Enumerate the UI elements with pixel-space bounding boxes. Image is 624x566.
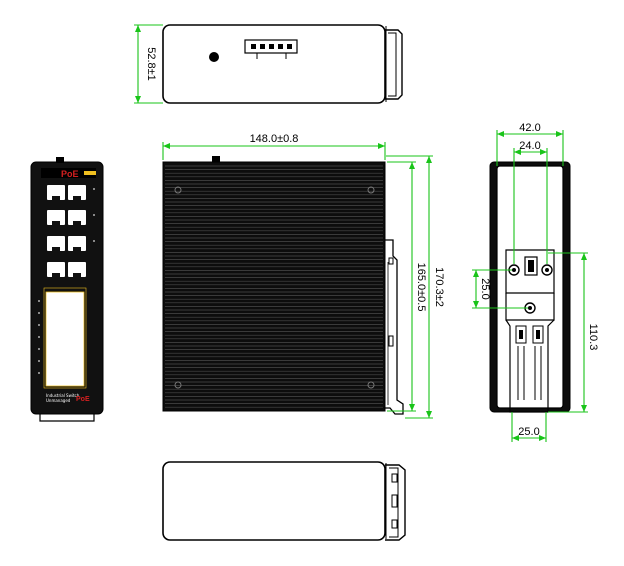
rj45-ports <box>47 185 86 277</box>
side-view: 148.0±0.8 165.0±0.5 170.3±2 <box>162 133 445 419</box>
height-dimension-label: 52.8±1 <box>145 47 157 81</box>
width-dimension-label: 148.0±0.8 <box>250 133 299 145</box>
power-terminal-icon <box>244 39 298 59</box>
ground-screw-icon <box>209 52 219 62</box>
rail-width-dimension-label: 24.0 <box>519 140 540 152</box>
hole-spacing-dimension-label: 25.0 <box>479 278 491 299</box>
bottom-view <box>162 461 406 541</box>
model-line-2: Unmanaged <box>46 398 71 403</box>
label-plate <box>45 291 85 387</box>
body-height-dimension-label: 165.0±0.5 <box>415 263 427 312</box>
front-brand-bottom: PoE <box>76 396 90 403</box>
overall-height-dimension-label: 170.3±2 <box>433 267 445 307</box>
rear-view: 42.0 24.0 25.0 110.3 25.0 <box>472 122 599 442</box>
front-brand-label: PoE <box>61 169 79 179</box>
clip-height-dimension-label: 110.3 <box>587 324 599 351</box>
side-width-dimension-label: 42.0 <box>519 122 540 134</box>
clip-width-dimension-label: 25.0 <box>518 426 539 438</box>
top-view: 52.8±1 <box>134 24 403 104</box>
front-panel-view: PoE Industrial Switch Unmanaged PoE <box>30 157 104 422</box>
model-line-1: Industrial Switch <box>46 393 80 398</box>
